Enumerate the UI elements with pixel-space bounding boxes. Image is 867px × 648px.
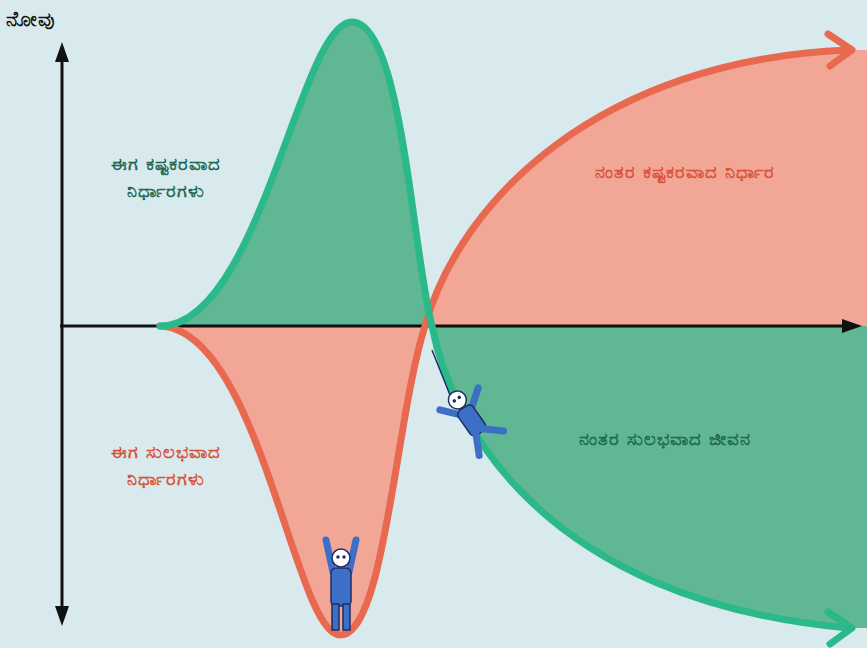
region-label: ಈಗ ಕಷ್ಟಕರವಾದ ನಿರ್ಧಾರಗಳು <box>111 153 221 201</box>
falling-person <box>436 379 510 459</box>
axis-label-box: ನೋವು <box>6 4 116 34</box>
region-label: ನಂತರ ಸುಲಭವಾದ ಜೀವನ <box>579 428 752 449</box>
red-curve <box>160 50 848 635</box>
region-label-box: ನಂತರ ಸುಲಭವಾದ ಜೀವನ <box>565 425 765 452</box>
region-label-box: ನಂತರ ಕಷ್ಟಕರವಾದ ನಿರ್ಧಾರ <box>580 158 790 185</box>
green-curve <box>160 22 848 628</box>
region-label: ನಂತರ ಕಷ್ಟಕರವಾದ ನಿರ್ಧಾರ <box>595 161 776 182</box>
person-in-trough <box>326 540 356 630</box>
axes <box>55 42 862 626</box>
region-label-box: ಈಗ ಸುಲಭವಾದ ನಿರ್ಧಾರಗಳು <box>76 438 256 492</box>
red-arrowhead <box>828 34 852 66</box>
green-arrowhead <box>828 612 852 644</box>
rope <box>432 350 452 400</box>
region-label-box: ಈಗ ಕಷ್ಟಕರವಾದ ನಿರ್ಧಾರಗಳು <box>76 150 256 204</box>
region-label: ಈಗ ಸುಲಭವಾದ ನಿರ್ಧಾರಗಳು <box>111 441 221 489</box>
hard-now-area <box>160 22 432 326</box>
axis-label: ನೋವು <box>6 7 55 31</box>
